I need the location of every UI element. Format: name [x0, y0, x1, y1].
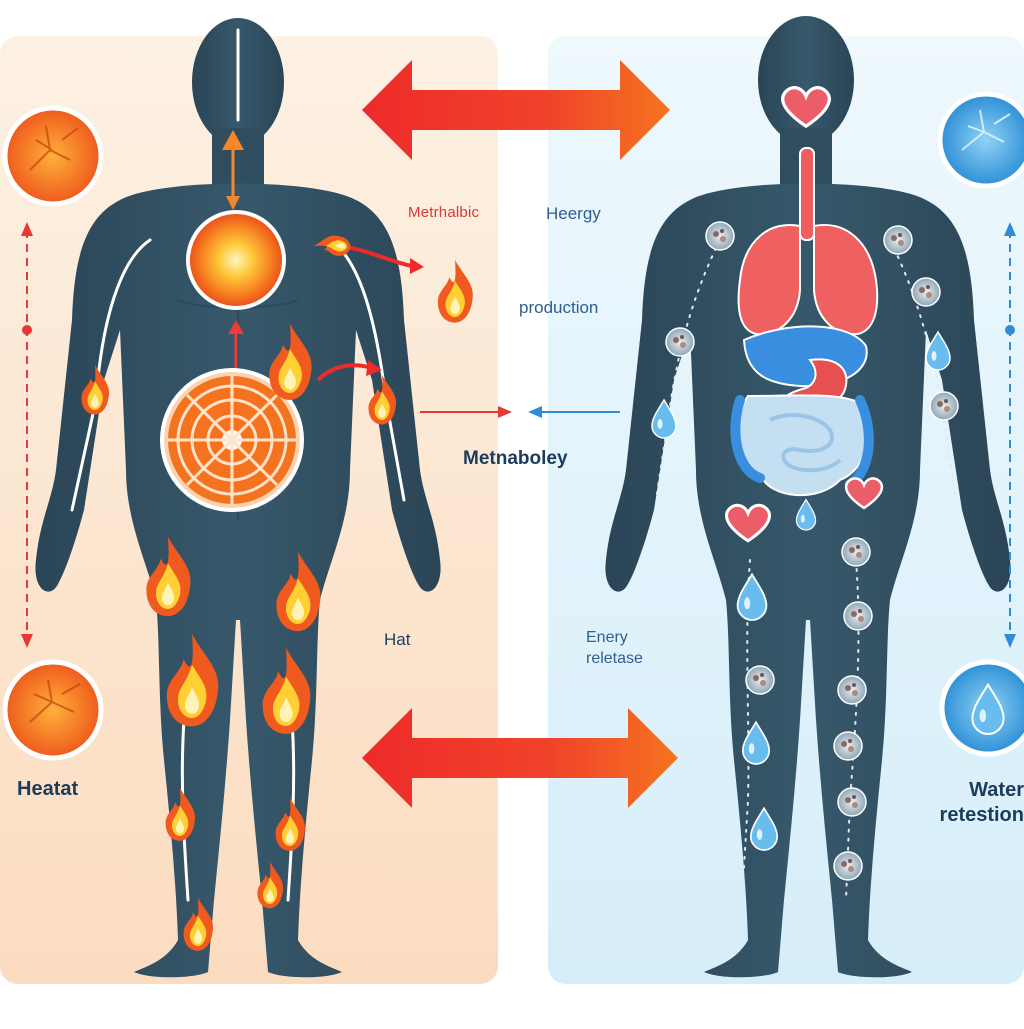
top-double-arrow	[362, 60, 670, 160]
water-vertical-arrow	[1004, 222, 1016, 648]
heat-cell-icon	[2, 105, 104, 207]
bottom-double-arrow	[362, 708, 678, 808]
cell-icon	[705, 221, 735, 251]
heat-vertical-arrow	[21, 222, 33, 648]
cell-icon	[665, 327, 695, 357]
energy-label: Heergy	[546, 204, 601, 223]
energy-release-label: Enery reletase	[586, 628, 643, 670]
organs	[730, 147, 879, 497]
metabolism-label: Metnaboley	[463, 448, 568, 469]
cell-icon	[911, 277, 941, 307]
metabolic-core-icon	[186, 210, 286, 310]
heat-label: Heatat	[17, 778, 79, 800]
head-chest-arrow	[222, 130, 244, 210]
water-retention-label: Water retestion	[940, 778, 1024, 828]
cell-icon	[833, 851, 863, 881]
energy-release-line1: Enery	[586, 629, 628, 646]
cell-icon	[837, 675, 867, 705]
cell-icon	[843, 601, 873, 631]
sun-belly-arrow	[228, 320, 244, 370]
center-small-arrows	[420, 406, 620, 418]
production-label: production	[519, 298, 599, 317]
cell-icon	[837, 787, 867, 817]
digestion-wheel-icon	[160, 368, 304, 512]
cell-icon	[929, 391, 959, 421]
metabolic-label: Metrhalbic	[408, 204, 480, 221]
water-label-line1: Water	[969, 779, 1024, 801]
energy-release-line2: reletase	[586, 649, 643, 667]
water-cell-icon	[937, 91, 1024, 189]
water-label-line2: retestion	[939, 804, 1024, 826]
hat-label: Hat	[384, 630, 411, 649]
cell-icon	[883, 225, 913, 255]
cell-icon	[841, 537, 871, 567]
cell-icon	[745, 665, 775, 695]
heat-cell-icon	[2, 659, 104, 761]
cell-icon	[833, 731, 863, 761]
